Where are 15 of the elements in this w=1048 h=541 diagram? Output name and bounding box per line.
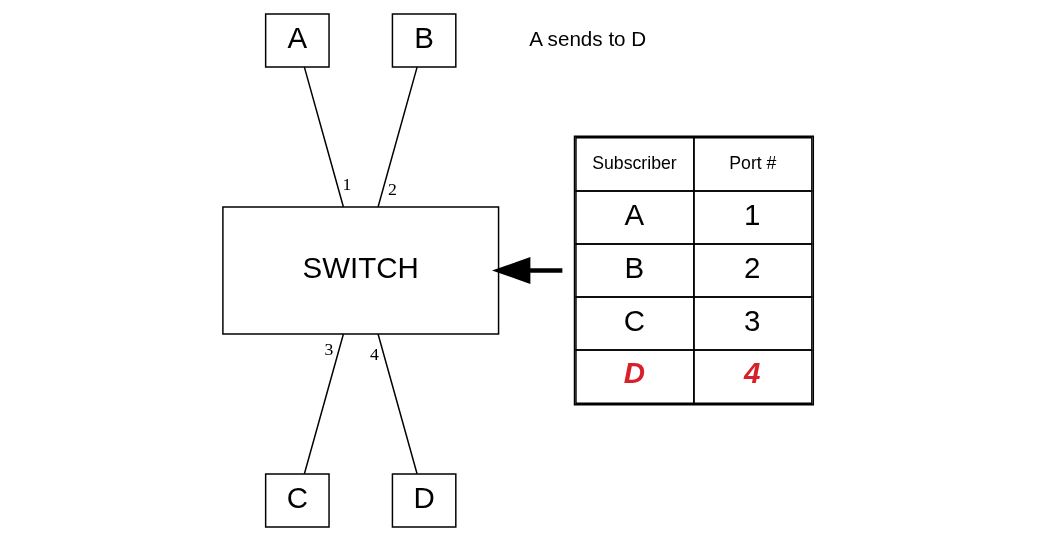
edge-label: 2 <box>388 178 397 199</box>
edge-label: 4 <box>370 344 379 365</box>
connector <box>377 333 418 475</box>
node-box: SWITCH <box>222 206 500 335</box>
connector <box>303 333 345 475</box>
arrow <box>492 257 563 284</box>
node-box: D <box>391 473 457 528</box>
connector <box>303 66 345 208</box>
node-box: B <box>391 13 457 68</box>
connector <box>377 66 418 208</box>
label: A sends to D <box>529 26 647 50</box>
edge-label: 3 <box>324 339 334 360</box>
node-box: C <box>264 473 330 528</box>
edge-label: 1 <box>342 173 352 194</box>
node-box: A <box>264 13 330 68</box>
